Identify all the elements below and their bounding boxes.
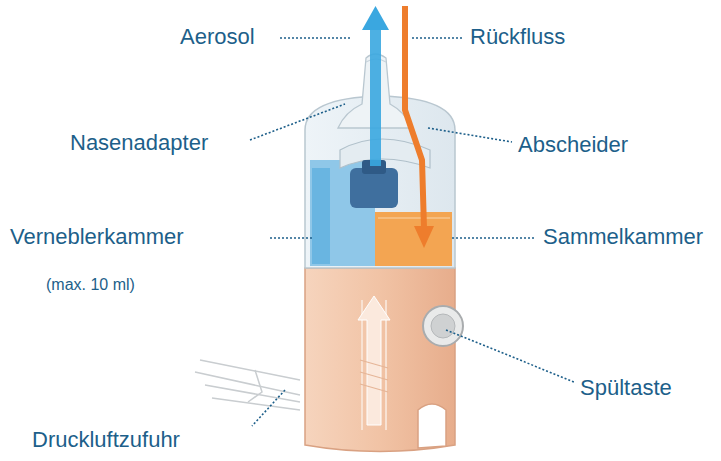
- part-label: Verneblerkammer: [10, 225, 184, 249]
- air-hose: [195, 360, 300, 410]
- leader-lines: [250, 38, 574, 426]
- nebulizer-base: [305, 268, 455, 452]
- part-label: Abscheider: [518, 133, 628, 157]
- part-label: Aerosol: [180, 25, 255, 49]
- base-cutout: [418, 404, 446, 448]
- flush-button: [423, 306, 463, 346]
- capacity-note: (max. 10 ml): [46, 276, 135, 294]
- part-label: Sammelkammer: [543, 225, 703, 249]
- collecting-chamber: [375, 212, 452, 266]
- part-label: Rückfluss: [470, 25, 565, 49]
- part-label: Nasenadapter: [70, 131, 208, 155]
- part-label: Druckluftzufuhr: [32, 428, 180, 452]
- backflow-arrow: [405, 6, 434, 248]
- aerosol-arrow: [362, 6, 389, 166]
- part-label: Spültaste: [580, 376, 672, 400]
- air-channel: [358, 296, 390, 430]
